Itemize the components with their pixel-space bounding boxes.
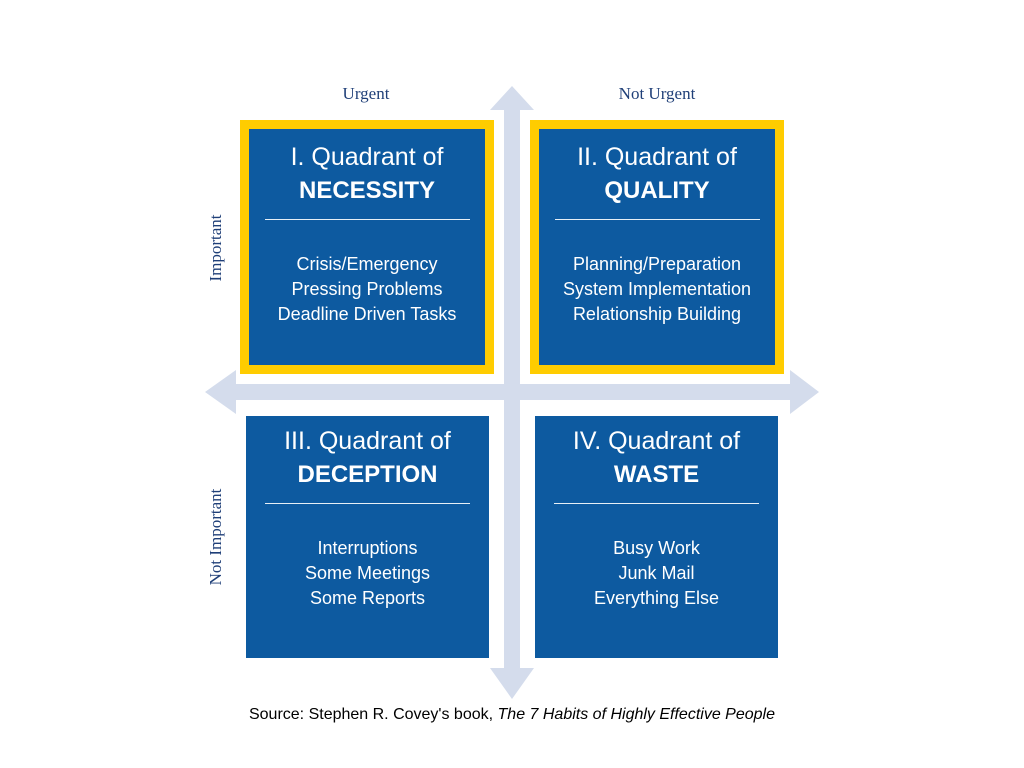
quadrant-name: WASTE <box>613 461 700 488</box>
divider <box>554 503 759 504</box>
quadrant-quality: II. Quadrant of QUALITY Planning/Prepara… <box>530 120 784 374</box>
divider <box>265 503 470 504</box>
quadrant-title: III. Quadrant of DECEPTION <box>246 425 489 491</box>
quadrant-waste: IV. Quadrant of WASTE Busy Work Junk Mai… <box>535 416 778 658</box>
list-item: Deadline Driven Tasks <box>277 304 457 324</box>
row-label-not-important: Not Important <box>206 488 225 586</box>
list-item: Relationship Building <box>572 304 742 324</box>
list-item: Pressing Problems <box>291 279 443 299</box>
list-item: Planning/Preparation <box>572 254 742 274</box>
list-item: Some Reports <box>309 588 426 608</box>
quadrant-items: Crisis/Emergency Pressing Problems Deadl… <box>249 252 485 327</box>
list-item: Junk Mail <box>618 563 695 583</box>
source-citation: Source: Stephen R. Covey's book, The 7 H… <box>0 706 1024 724</box>
quadrant-items: Busy Work Junk Mail Everything Else <box>535 536 778 611</box>
quadrant-title: IV. Quadrant of WASTE <box>535 425 778 491</box>
quadrant-title: II. Quadrant of QUALITY <box>539 141 775 207</box>
quadrant-necessity: I. Quadrant of NECESSITY Crisis/Emergenc… <box>240 120 494 374</box>
list-item: Busy Work <box>613 538 700 558</box>
quadrant-title-prefix: II. Quadrant of <box>577 143 737 171</box>
quadrant-name: DECEPTION <box>297 461 438 488</box>
row-label-important: Important <box>206 214 225 282</box>
column-label-not-urgent: Not Urgent <box>618 84 696 103</box>
quadrant-name: NECESSITY <box>298 177 436 204</box>
list-item: System Implementation <box>562 279 752 299</box>
column-label-urgent: Urgent <box>342 84 390 103</box>
list-item: Crisis/Emergency <box>296 254 438 274</box>
quadrant-deception: III. Quadrant of DECEPTION Interruptions… <box>246 416 489 658</box>
divider <box>264 219 470 220</box>
divider <box>554 219 760 220</box>
quadrant-title-prefix: I. Quadrant of <box>290 143 444 171</box>
quadrant-name: QUALITY <box>604 177 710 204</box>
list-item: Everything Else <box>593 588 720 608</box>
book-title: The 7 Habits of Highly Effective People <box>497 706 775 723</box>
quadrant-items: Interruptions Some Meetings Some Reports <box>246 536 489 611</box>
quadrant-items: Planning/Preparation System Implementati… <box>539 252 775 327</box>
list-item: Some Meetings <box>304 563 431 583</box>
quadrant-title: I. Quadrant of NECESSITY <box>249 141 485 207</box>
horizontal-double-arrow <box>205 370 819 414</box>
quadrant-title-prefix: IV. Quadrant of <box>572 427 741 455</box>
list-item: Interruptions <box>317 538 418 558</box>
quadrant-title-prefix: III. Quadrant of <box>284 427 451 455</box>
source-prefix: Source: Stephen R. Covey's book, <box>248 706 498 723</box>
